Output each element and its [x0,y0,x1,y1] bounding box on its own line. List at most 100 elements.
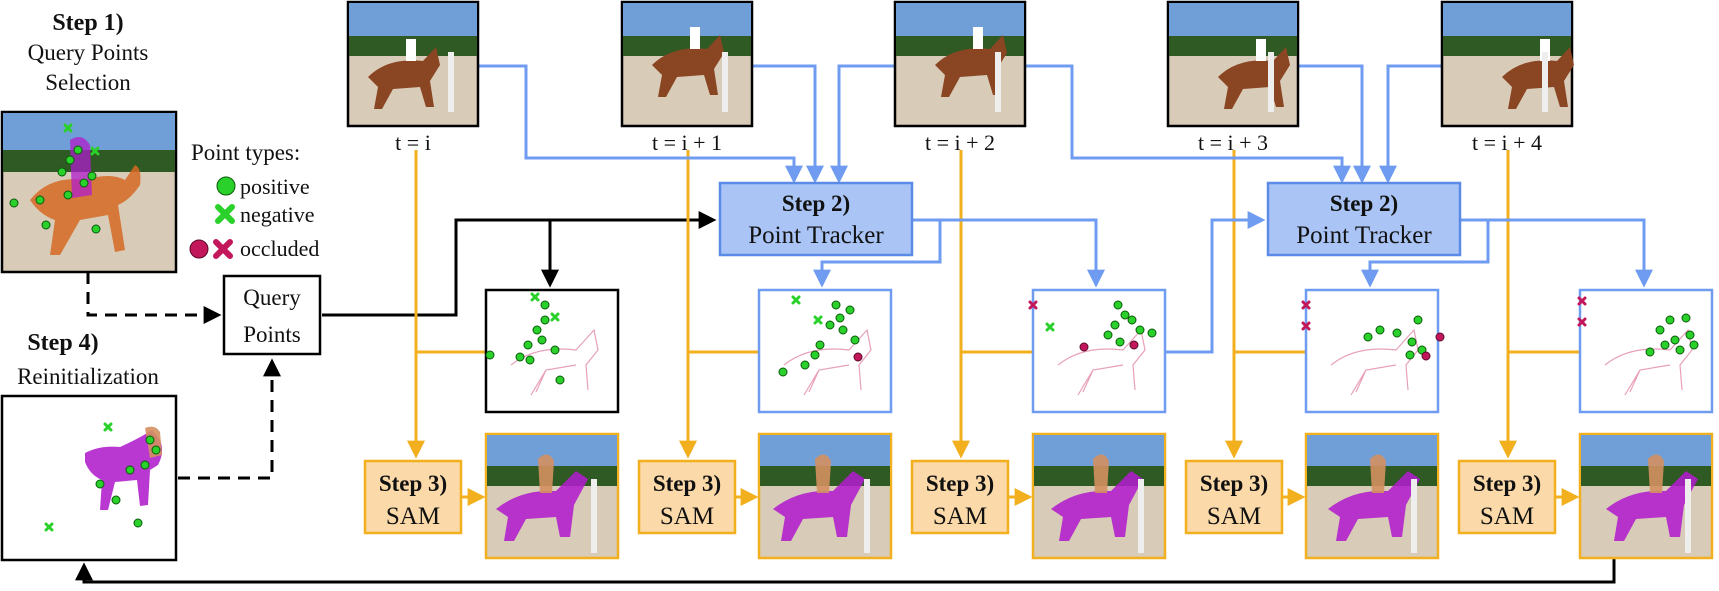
positive-point [815,340,825,350]
positive-point [1685,330,1695,340]
mask-result-2 [1031,432,1167,560]
reinit-mask [85,430,163,510]
sam-title: Step 3) [653,471,721,496]
negative-point [44,522,54,532]
query-points-line2: Points [243,322,301,347]
positive-point [125,465,135,475]
positive-point [79,178,89,188]
step1-line1: Query Points [28,40,149,65]
sam-title: Step 3) [926,471,994,496]
positive-point [1681,313,1691,323]
sam-title: Step 3) [1200,471,1268,496]
frame-time-label: t = i + 3 [1198,130,1268,155]
frame-1: t = i + 1 [620,0,754,155]
blue-arrow-tracker1-to-points2 [912,218,1105,288]
positive-point [1103,330,1113,340]
sam-box: Step 3)SAM [363,459,463,535]
sam-box: Step 3) SAM [910,459,1010,535]
frame-time-label: t = i [395,130,431,155]
positive-legend-icon [216,176,236,196]
horse-segmentation-mask [1328,471,1420,541]
positive-point [9,198,19,208]
blue-arrow-frame0-to-tracker1 [478,64,803,184]
negative-point [550,312,560,322]
positive-point [1407,337,1417,347]
blue-arrow-frame3-to-tracker2 [1298,64,1371,184]
step1-title: Step 1) [52,10,123,36]
positive-point [91,224,101,234]
step4-subtitle: Reinitialization [17,364,159,389]
mask-result-1 [757,432,893,560]
positive-point [1147,328,1157,338]
rider-segmentation-mask [1093,454,1109,493]
frame-3: t = i + 3 [1166,0,1300,155]
negative-point [1045,322,1055,332]
positive-point [151,445,161,455]
step1-heading: Step 1) Query Points Selection [28,10,149,95]
positive-point [810,350,820,360]
occluded-negative-point [1577,317,1587,327]
positive-point [532,325,542,335]
frame-photo [1440,0,1574,128]
negative-point [791,295,801,305]
positive-point [1120,310,1130,320]
occluded-negative-point [1301,321,1311,331]
sam-label: SAM [933,503,987,530]
positive-point [550,345,560,355]
sam-layer: Step 3) SAM Step 3) SAM Step 3) SAM Step 3) SAM… [363,459,1557,535]
occluded-legend-circle-icon [189,239,209,259]
horse-segmentation-mask [1606,471,1698,541]
legend-negative: negative [240,202,315,227]
horse-segmentation-mask [1051,471,1143,541]
sam-label: SAM [1207,503,1261,530]
positive-point [133,518,143,528]
positive-point [540,315,550,325]
blue-arrow-frame2-to-tracker2 [1025,64,1351,184]
sam-label: SAM [660,503,714,530]
point-tracker-box: Step 2)Point Tracker [1266,181,1462,257]
frame-time-label: t = i + 1 [652,130,722,155]
positive-point [515,352,525,362]
horse-outline [783,328,872,396]
positive-point [540,300,550,310]
sam-label: SAM [386,503,440,530]
negative-point [530,292,540,302]
tracked-points-frame [757,288,893,414]
blue-arrow-points2-to-tracker2 [1165,211,1266,354]
negative-point [63,123,73,133]
legend-positive: positive [240,174,310,199]
positive-point [111,495,121,505]
blue-arrow-frame1-to-tracker1 [752,64,824,184]
flow-arrows [407,64,1653,506]
positive-point [1413,315,1423,325]
tracked-points-0 [484,288,620,414]
horse-segmentation-mask [773,471,865,541]
step4-image [0,394,178,562]
positive-point [63,190,73,200]
solid-black-arrows [75,211,1616,584]
occluded-negative-point [1577,296,1587,306]
positive-point [1392,328,1402,338]
frame-photo [620,0,754,128]
positive-point [845,305,855,315]
arrow-feedback-to-reinit [75,557,1616,584]
query-points-box: Query Points [222,274,322,356]
tracked-points-frame [1304,288,1440,414]
occluded-point [853,352,863,362]
frame-4: t = i + 4 [1440,0,1574,155]
positive-point [73,145,83,155]
sam-box: Step 3) SAM [1184,459,1284,535]
frame-2: t = i + 2 [893,0,1027,155]
frame-photo [1166,0,1300,128]
sam-box: Step 3) SAM [637,459,737,535]
sam-title: Step 3) [1473,471,1541,496]
tracked-points-frame [1031,288,1167,414]
mask-result-4 [1578,432,1714,560]
tracked-points-1 [757,288,893,414]
positive-point [485,350,495,360]
frame-0: t = i [346,0,480,155]
mask-result-0 [484,432,620,560]
point-type-legend: Point types: positive negative occluded [189,140,319,261]
